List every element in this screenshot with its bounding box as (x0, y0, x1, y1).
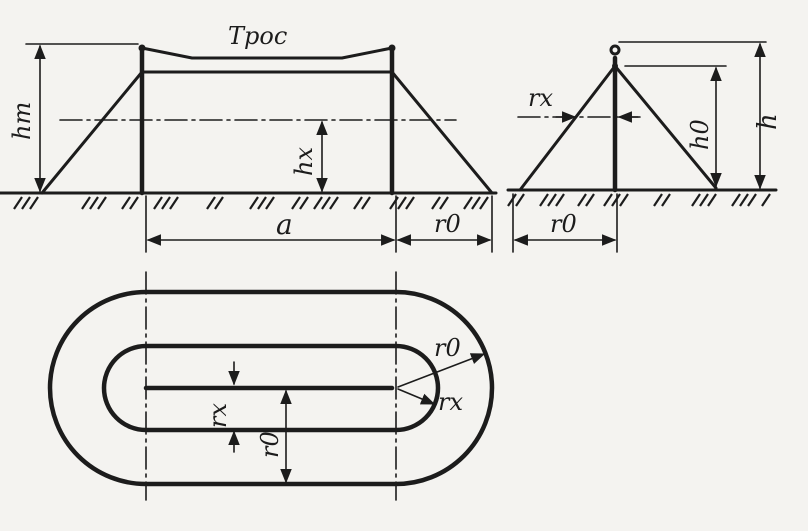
a-label: a (276, 208, 293, 241)
zone-slope-side-left (518, 64, 617, 192)
rx-plan-label: rx (438, 388, 463, 416)
zone-slope-left (40, 70, 144, 195)
rx-side-label: rx (528, 84, 553, 112)
rx-radius-plan (397, 388, 436, 405)
ground-hatching (13, 196, 489, 210)
plan-view (47, 271, 495, 501)
r0-label: r0 (434, 210, 461, 238)
r0-side-label: r0 (550, 210, 577, 238)
front-view (0, 43, 498, 253)
zone-slope-side-right (613, 64, 718, 190)
cable-label: Трос (228, 22, 287, 50)
hm-label: hm (8, 102, 36, 140)
r0-plan-label: r0 (434, 334, 461, 362)
hx-label: hx (290, 147, 318, 176)
h0-label: h0 (686, 119, 714, 150)
r0-radius-plan (397, 353, 486, 388)
cable (140, 46, 394, 60)
ground-hatching-side (507, 193, 771, 207)
side-view (506, 41, 778, 253)
rx-plan-vertical-label: rx (204, 403, 232, 428)
r0-plan-vertical-label: r0 (256, 431, 284, 458)
cable-cross-section (609, 44, 621, 56)
zone-slope-right (390, 70, 494, 195)
h-label: h (753, 113, 783, 130)
